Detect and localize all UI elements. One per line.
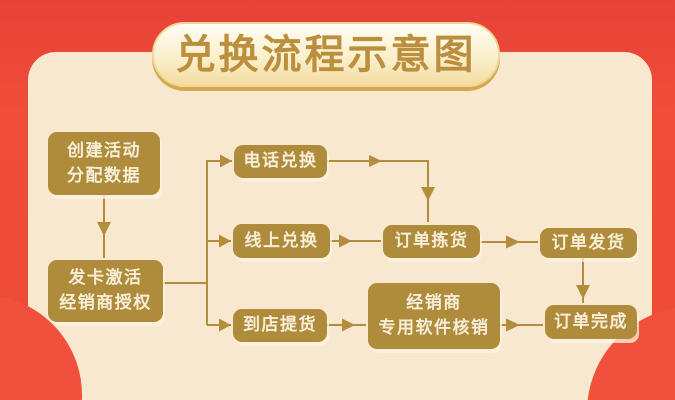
- page-title: 兑换流程示意图: [175, 31, 477, 78]
- node-order-shipping: 订单发货: [540, 228, 637, 258]
- node-phone-redeem: 电话兑换: [234, 145, 327, 178]
- node-order-complete: 订单完成: [545, 305, 637, 339]
- title-banner: 兑换流程示意图: [152, 22, 500, 87]
- node-create-activity: 创建活动 分配数据: [48, 132, 160, 195]
- node-order-picking: 订单拣货: [383, 225, 480, 258]
- node-card-activation: 发卡激活 经销商授权: [48, 260, 163, 322]
- content-panel: [28, 52, 652, 400]
- node-dealer-software-verify: 经销商 专用软件核销: [368, 283, 500, 349]
- node-online-redeem: 线上兑换: [233, 224, 330, 258]
- node-store-pickup: 到店提货: [233, 309, 327, 342]
